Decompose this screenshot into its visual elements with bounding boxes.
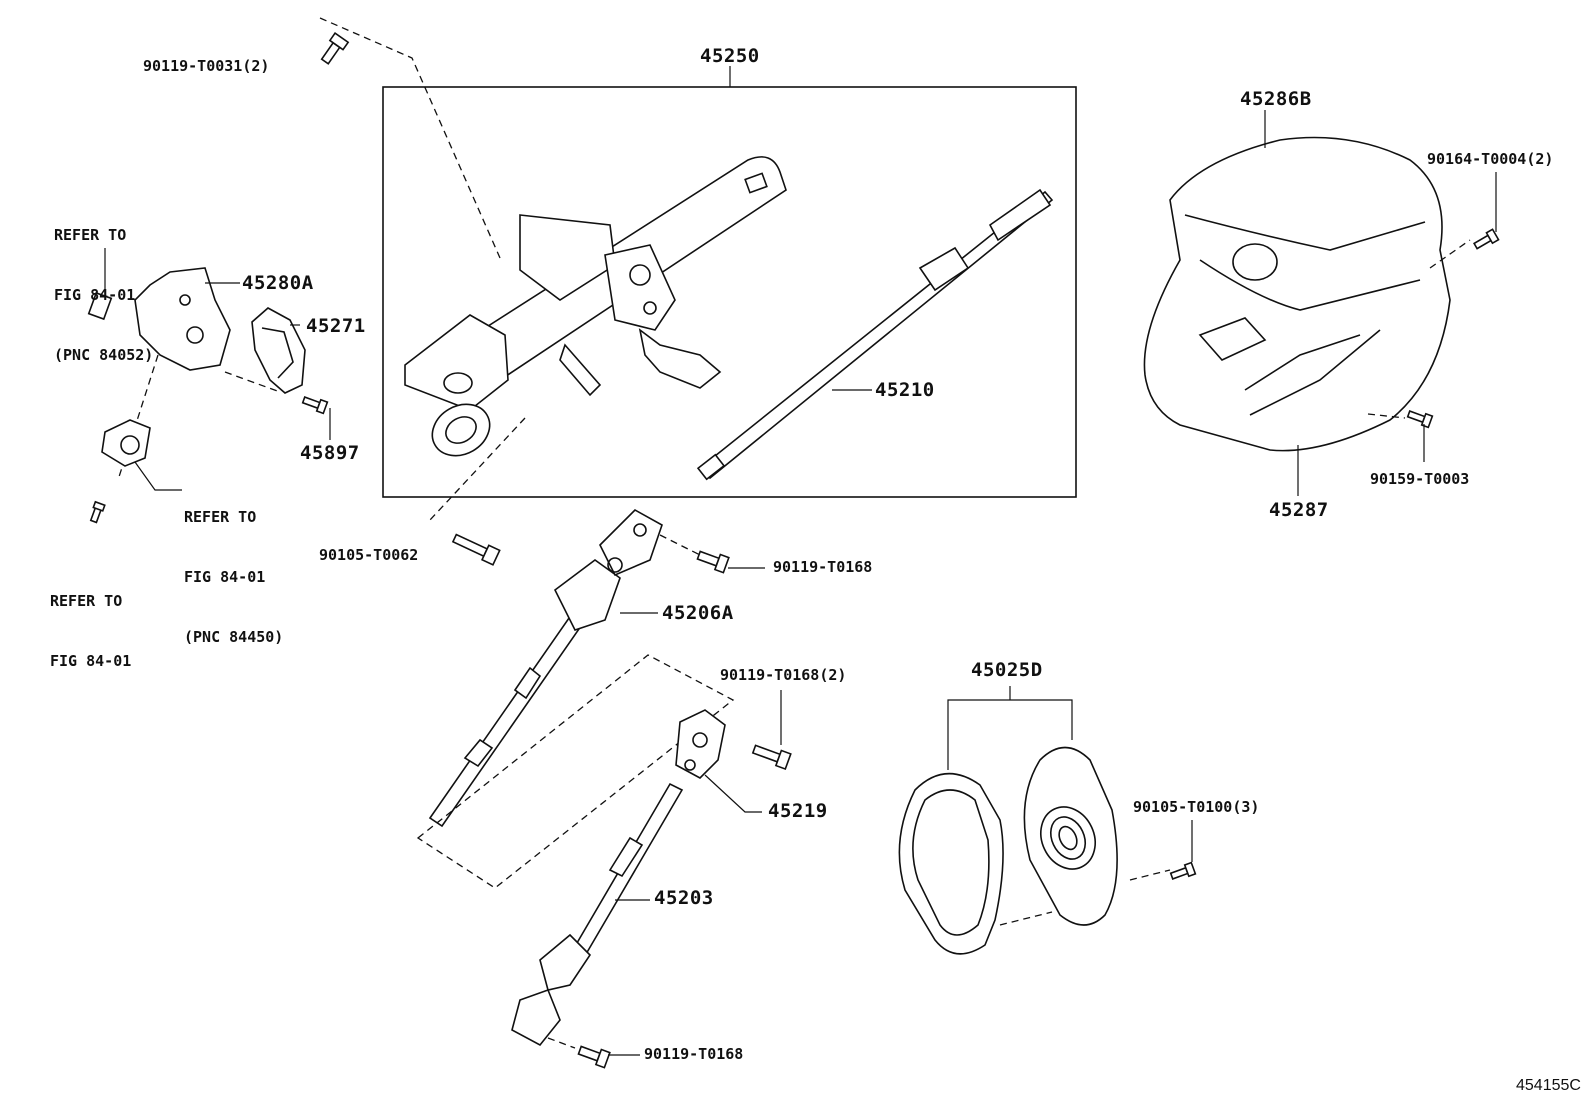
refer-note-84450: REFER TO FIG 84-01 (PNC 84450) xyxy=(184,467,283,687)
screw-refer-icon xyxy=(89,500,106,524)
label-90119-t0168: 90119-T0168 xyxy=(773,558,873,576)
bolt-90105-t0062-icon xyxy=(451,533,501,566)
refer-note-line: (PNC 84052) xyxy=(54,346,154,364)
steering-column-icon xyxy=(404,156,787,457)
label-45897: 45897 xyxy=(300,442,360,464)
refer-note-line: FIG 84-01 xyxy=(54,286,136,304)
refer-note-line: FIG 84-01 xyxy=(184,568,266,586)
screw-90164-icon xyxy=(1473,228,1500,250)
steering-shaft-icon xyxy=(696,188,1054,481)
label-45250: 45250 xyxy=(700,45,760,67)
bolt-90119-t0031-icon xyxy=(320,32,350,65)
label-45210: 45210 xyxy=(875,379,935,401)
screw-45897-icon xyxy=(301,396,329,415)
refer-note-84052: REFER TO FIG 84-01 (PNC 84052) xyxy=(54,185,153,405)
label-45280a: 45280A xyxy=(242,272,314,294)
label-45287: 45287 xyxy=(1269,499,1329,521)
label-45271: 45271 xyxy=(306,315,366,337)
label-45206a: 45206A xyxy=(662,602,734,624)
label-90105-t0100: 90105-T0100(3) xyxy=(1133,798,1260,816)
yoke-45219-icon xyxy=(675,709,726,779)
label-90105-t0062: 90105-T0062 xyxy=(319,546,419,564)
connector-84052-icon xyxy=(87,291,113,321)
column-cover-icon xyxy=(1143,136,1451,452)
refer-note-line: FIG 84-01 xyxy=(50,652,132,670)
label-45203: 45203 xyxy=(654,887,714,909)
screw-90159-icon xyxy=(1406,410,1434,429)
bolt-90119-t0168-icon xyxy=(696,550,730,574)
figure-code: 454155C xyxy=(1516,1077,1581,1094)
bolt-90119-t0168-lower-icon xyxy=(577,1045,611,1069)
label-45219: 45219 xyxy=(768,800,828,822)
intermediate-shaft-45206a-icon xyxy=(428,509,663,828)
refer-note-84-01: REFER TO FIG 84-01 xyxy=(50,551,131,711)
cover-45271-icon xyxy=(251,307,306,394)
label-90119-t0168-2: 90119-T0168(2) xyxy=(720,666,847,684)
label-90119-t0031: 90119-T0031(2) xyxy=(143,57,270,75)
refer-note-line: REFER TO xyxy=(50,592,123,610)
sensor-84450-icon xyxy=(101,419,151,467)
label-90164-t0004: 90164-T0004(2) xyxy=(1427,150,1554,168)
label-90119-t0168-lower: 90119-T0168 xyxy=(644,1045,744,1063)
label-90159-t0003: 90159-T0003 xyxy=(1370,470,1470,488)
refer-note-line: (PNC 84450) xyxy=(184,628,284,646)
bolt-90119-t0168-2-icon xyxy=(751,744,792,771)
screw-90105-t0100-icon xyxy=(1169,861,1197,880)
refer-note-line: REFER TO xyxy=(184,508,257,526)
ignition-bracket-icon xyxy=(134,267,231,371)
refer-note-line: REFER TO xyxy=(54,226,127,244)
label-45286b: 45286B xyxy=(1240,88,1312,110)
lower-shaft-45203-icon xyxy=(511,782,684,1047)
dash-boot-plate-icon xyxy=(898,746,1118,955)
label-45025d: 45025D xyxy=(971,659,1043,681)
